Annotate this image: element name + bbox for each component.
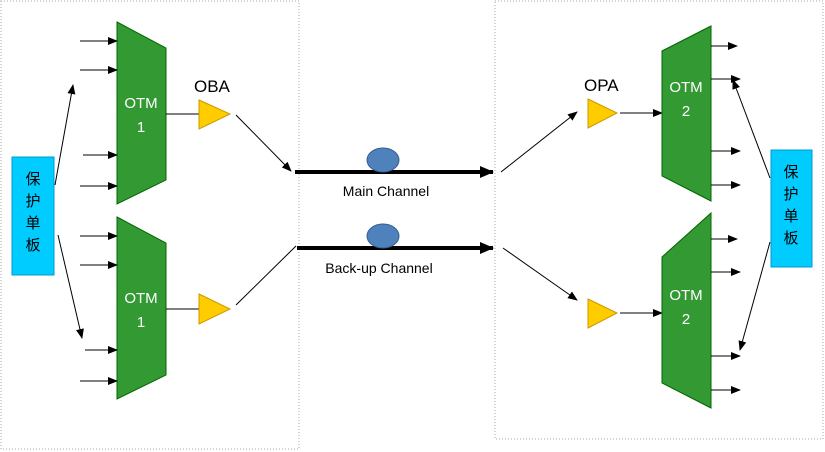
right-protection-char-4: 板 xyxy=(783,229,798,247)
right-protection-arrow-down xyxy=(738,241,771,351)
right-otm-top xyxy=(661,25,712,202)
right-protection-char-3: 单 xyxy=(783,207,798,225)
backup-channel-label: Back-up Channel xyxy=(325,260,432,276)
left-protection-char-4: 板 xyxy=(25,236,40,254)
oba-label: OBA xyxy=(194,77,231,96)
right-protection-board xyxy=(770,149,813,268)
opa-amplifier-top xyxy=(587,98,619,129)
left-otm-bottom xyxy=(116,216,167,400)
oba-amplifier-top xyxy=(198,99,232,130)
left-otm-top-line2: 1 xyxy=(137,119,145,136)
left-protection-arrow-down xyxy=(57,234,84,339)
left-protection-char-3: 单 xyxy=(25,214,40,232)
oba-top-to-channel xyxy=(235,114,292,172)
main-channel-fiber-spool xyxy=(366,147,400,173)
oba-amplifier-bottom xyxy=(198,293,232,325)
left-otm-bottom-line1: OTM xyxy=(124,290,157,307)
left-otm-top xyxy=(116,21,167,205)
right-site-frame xyxy=(494,0,824,440)
right-protection-char-1: 保 xyxy=(783,163,798,181)
channel-to-opa-top xyxy=(500,111,578,173)
right-otm-bottom xyxy=(661,211,712,409)
left-otm-bottom-line2: 1 xyxy=(137,314,145,331)
main-channel-label: Main Channel xyxy=(343,183,429,199)
opa-amplifier-bottom xyxy=(587,298,619,329)
left-site-frame xyxy=(0,0,300,450)
left-protection-board xyxy=(11,156,55,276)
right-otm-bottom-line1: OTM xyxy=(669,287,702,304)
left-otm-top-line1: OTM xyxy=(124,95,157,112)
right-protection-arrow-up xyxy=(732,79,771,179)
right-protection-char-2: 护 xyxy=(783,185,798,203)
opa-label: OPA xyxy=(584,76,619,95)
right-otm-top-line2: 2 xyxy=(682,103,690,120)
backup-channel-fiber-spool xyxy=(366,223,400,249)
channel-to-opa-bottom xyxy=(502,247,578,301)
right-otm-top-line1: OTM xyxy=(669,79,702,96)
left-protection-char-1: 保 xyxy=(25,170,40,188)
right-otm-bottom-line2: 2 xyxy=(682,311,690,328)
left-protection-char-2: 护 xyxy=(25,192,40,210)
left-protection-arrow-up xyxy=(54,84,76,186)
channel-to-oba-bottom xyxy=(235,245,297,306)
